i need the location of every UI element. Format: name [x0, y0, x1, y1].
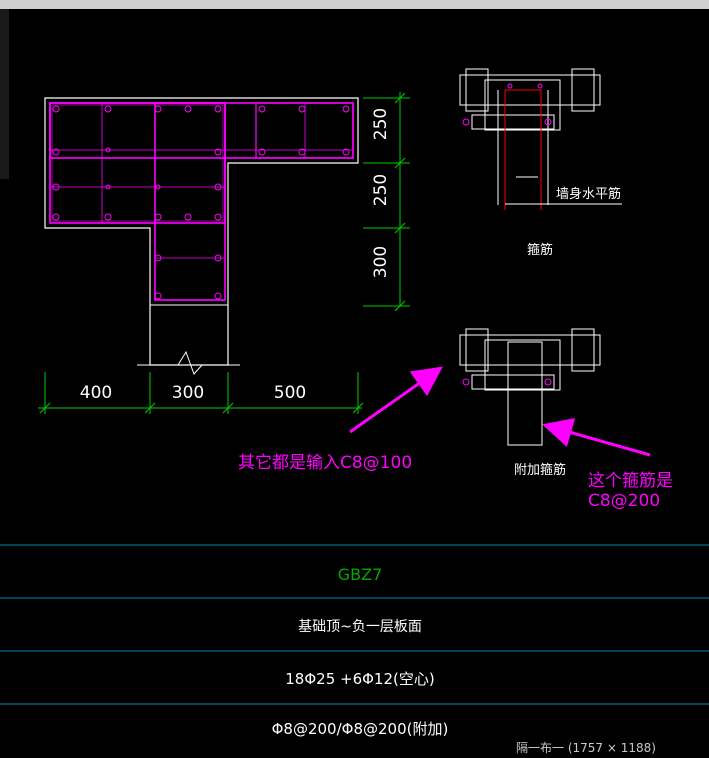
column-schedule-table: [0, 544, 709, 705]
vertical-dimension: [363, 92, 410, 312]
table-stirrup: Φ8@200/Φ8@200(附加): [272, 720, 449, 738]
main-stirrup-left: [49, 102, 226, 224]
stirrup-detail-top: [459, 68, 622, 210]
web-stirrup: [154, 102, 226, 301]
status-caption: 隔一布一 (1757 × 1188): [516, 741, 656, 755]
dim-v-250a: 250: [371, 108, 391, 140]
left-panel-strip: [0, 9, 9, 179]
rebar-group: [52, 105, 350, 300]
dim-h-500: 500: [274, 383, 306, 403]
extra-stirrup-label: 附加箍筋: [514, 462, 566, 478]
break-line: [177, 350, 240, 375]
dim-v-300: 300: [371, 246, 391, 278]
annotation-left-text: 其它都是输入C8@100: [238, 453, 412, 473]
annotation-arrow-left: [349, 366, 443, 434]
dim-h-400: 400: [80, 383, 112, 403]
table-elevation: 基础顶~负一层板面: [298, 618, 422, 635]
annotation-arrow-right: [542, 418, 651, 457]
flange-stirrup-right: [255, 102, 354, 159]
window-top-bar: [0, 0, 709, 9]
dim-v-250b: 250: [371, 174, 391, 206]
annotation-right-text-1: 这个箍筋是: [588, 471, 673, 491]
horizontal-dimension: [38, 372, 364, 414]
column-section: [44, 97, 359, 375]
wall-rebar-label: 墙身水平筋: [556, 186, 621, 202]
table-code: GBZ7: [338, 565, 383, 584]
dim-h-300: 300: [172, 383, 204, 403]
stirrup-label: 箍筋: [527, 242, 553, 258]
section-outline: [44, 97, 359, 366]
annotation-right-text-2: C8@200: [588, 491, 660, 511]
extra-stirrup-detail: [459, 328, 601, 446]
table-longitudinal: 18Φ25 +6Φ12(空心): [285, 670, 434, 688]
